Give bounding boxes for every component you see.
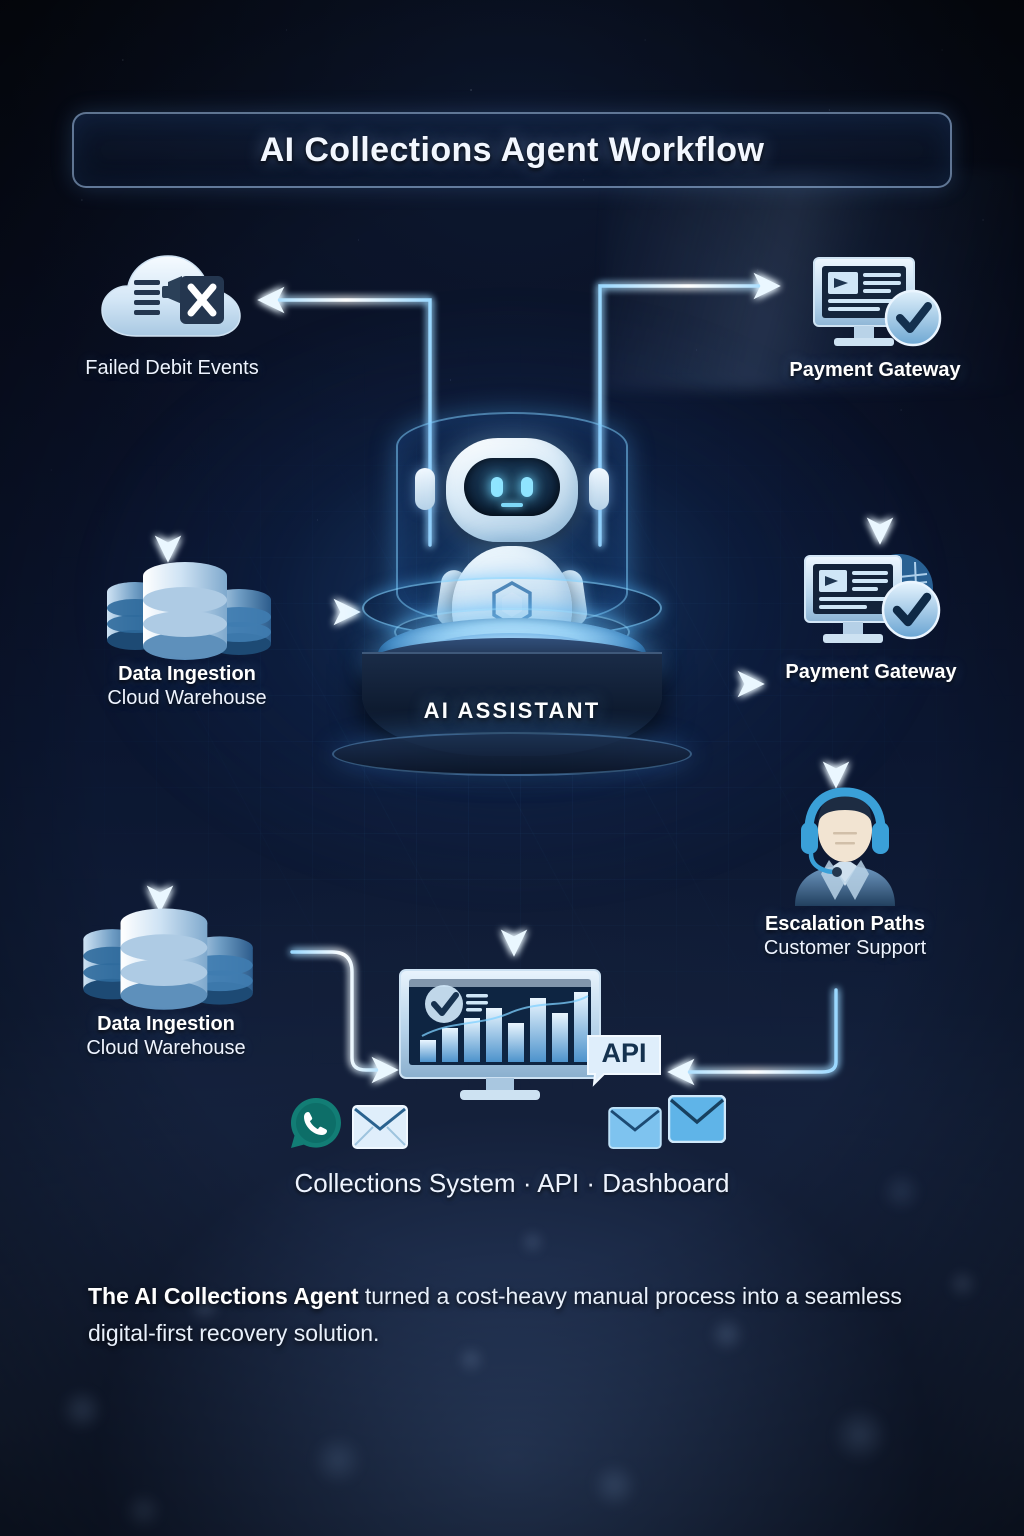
node-collections-system[interactable]: API xyxy=(392,968,662,1104)
node-caption: Payment Gateway xyxy=(789,358,960,382)
link-ingestion-lower-to-dashboard xyxy=(290,950,399,1084)
node-title: Failed Debit Events xyxy=(85,357,259,379)
node-title: Payment Gateway xyxy=(785,661,957,683)
node-title: Data Ingestion xyxy=(118,663,256,685)
whatsapp-icon[interactable] xyxy=(288,1095,344,1156)
podium-base xyxy=(332,732,692,776)
node-data-ingestion-upper[interactable]: Data Ingestion Cloud Warehouse xyxy=(62,556,312,711)
node-subtitle: Cloud Warehouse xyxy=(86,1037,246,1060)
hub-label: AI ASSISTANT xyxy=(423,698,601,723)
node-caption: Data Ingestion Cloud Warehouse xyxy=(107,662,266,711)
robot-ear-right xyxy=(589,468,609,510)
node-failed-debit-events[interactable]: Failed Debit Events xyxy=(62,248,282,380)
monitor-check-icon xyxy=(800,252,950,352)
dashboard-monitor-icon: API xyxy=(392,968,662,1104)
email-icon[interactable] xyxy=(608,1107,662,1154)
node-caption: Escalation Paths Customer Support xyxy=(764,912,926,961)
footer-bold-lead: The AI Collections Agent xyxy=(88,1283,359,1309)
ai-assistant-hub[interactable]: AI ASSISTANT xyxy=(302,402,722,776)
node-title: Collections System · API · Dashboard xyxy=(294,1168,730,1198)
robot-visor xyxy=(464,458,560,516)
node-payment-gateway-top[interactable]: Payment Gateway xyxy=(760,252,990,382)
node-title: Payment Gateway xyxy=(789,359,961,381)
robot-eye-left xyxy=(491,477,503,497)
footer-summary: The AI Collections Agent turned a cost-h… xyxy=(88,1278,928,1353)
email-icon[interactable] xyxy=(667,1094,727,1148)
node-payment-gateway-middle[interactable]: Payment Gateway xyxy=(752,548,990,684)
link-escalation-to-dashboard xyxy=(667,988,838,1086)
svg-text:API: API xyxy=(601,1038,646,1068)
page-title: AI Collections Agent Workflow xyxy=(259,130,765,169)
node-data-ingestion-lower[interactable]: Data Ingestion Cloud Warehouse xyxy=(36,902,296,1061)
robot-head xyxy=(446,438,578,542)
headset-agent-icon xyxy=(781,782,909,906)
api-badge: API xyxy=(587,1035,661,1087)
database-stack-icon xyxy=(73,902,259,1010)
node-caption: Failed Debit Events xyxy=(85,356,258,380)
cloud-document-error-icon xyxy=(92,248,252,352)
email-icon[interactable] xyxy=(352,1105,408,1154)
title-banner: AI Collections Agent Workflow xyxy=(72,112,952,188)
node-subtitle: Customer Support xyxy=(763,937,927,960)
node-escalation-paths[interactable]: Escalation Paths Customer Support xyxy=(700,782,990,961)
node-title: Data Ingestion xyxy=(97,1013,235,1035)
node-subtitle: Cloud Warehouse xyxy=(107,687,267,710)
node-title: Escalation Paths xyxy=(764,913,926,935)
database-stack-icon xyxy=(97,556,277,660)
channel-icon-row xyxy=(0,1094,1024,1157)
collections-system-caption: Collections System · API · Dashboard xyxy=(0,1168,1024,1199)
node-caption: Data Ingestion Cloud Warehouse xyxy=(86,1012,245,1061)
node-caption: Payment Gateway xyxy=(785,660,956,684)
robot-eye-right xyxy=(521,477,533,497)
footer-rest: turned a cost-heavy manual process into … xyxy=(88,1283,902,1347)
monitor-check-icon xyxy=(791,548,951,656)
robot-mouth xyxy=(501,503,523,507)
dashboard-bars xyxy=(420,992,588,1062)
robot-ear-left xyxy=(415,468,435,510)
